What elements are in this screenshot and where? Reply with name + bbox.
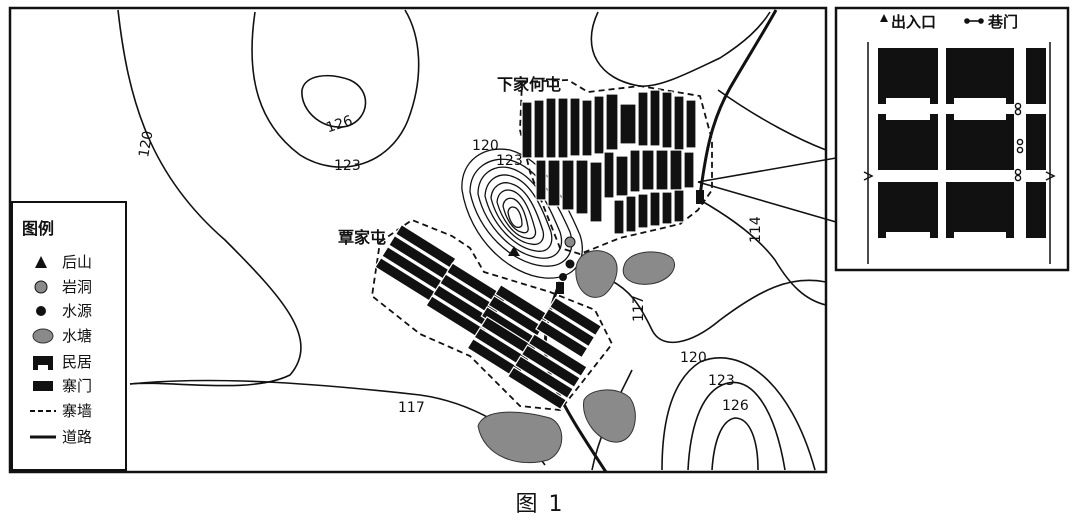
- contour-label-114: 114: [748, 216, 764, 243]
- inset-leader-line-top: [697, 157, 837, 183]
- ponds: [477, 250, 675, 464]
- village-name-xiajiahe: 下家何屯: [497, 75, 561, 94]
- contour-126-northwest: [301, 74, 367, 128]
- legend-label-cave: 岩洞: [62, 278, 92, 296]
- contour-label-126-se: 126: [722, 398, 749, 414]
- gray-dot-icon: [34, 280, 48, 294]
- contour-label-123-hill: 123: [496, 153, 523, 169]
- contour-label-123-nw: 123: [334, 158, 361, 174]
- legend-label-pond: 水塘: [62, 327, 92, 345]
- inset-panel: 出入口 巷门: [834, 6, 1070, 272]
- back-hill-peak-triangle-icon: [508, 246, 520, 256]
- contour-117-east: [609, 279, 827, 344]
- pond-1: [575, 250, 618, 298]
- village-xiajiahe: [519, 79, 713, 255]
- contour-123-southeast: [687, 381, 786, 471]
- legend-label-village-wall: 寨墙: [62, 402, 92, 420]
- legend-box: [11, 201, 127, 471]
- gate-icon: [33, 381, 53, 391]
- legend-label-water-source: 水源: [62, 302, 92, 320]
- contour-label-120-west: 120: [136, 130, 156, 159]
- figure-caption: 图 1: [515, 492, 565, 517]
- legend-label-back-hill: 后山: [62, 253, 92, 271]
- contour-114: [717, 89, 827, 151]
- inset-houses: [878, 48, 1046, 238]
- inset-lane-gates: [1014, 102, 1024, 182]
- contour-label-123-se: 123: [708, 373, 735, 389]
- contour-hill-road-side: [590, 11, 771, 87]
- water-source-black-dot-icon-2: [559, 273, 567, 281]
- village-tanjia: [371, 218, 614, 411]
- contour-label-117-east: 117: [631, 295, 647, 322]
- legend-label-road: 道路: [62, 428, 92, 446]
- black-dot-icon: [36, 306, 46, 316]
- houses-xiajiahe: [521, 89, 697, 235]
- back-hill-contours: [461, 148, 583, 279]
- pond-3: [583, 389, 636, 443]
- village-name-tanjia: 覃家屯: [338, 228, 386, 247]
- legend: 图例 后山 岩洞 水源 水塘 民居 寨门 寨墙 道路: [11, 201, 127, 471]
- contour-label-120-hill: 120: [472, 138, 499, 154]
- contour-label-126-nw: 126: [324, 113, 354, 137]
- inset-entrance-marker-right: [1045, 171, 1056, 181]
- triangle-icon: [35, 256, 47, 268]
- inset-entrance-marker-left: [863, 171, 874, 181]
- pond-4: [477, 411, 563, 464]
- contour-114-lower: [699, 199, 827, 306]
- cave-marker-gray-dot-icon: [564, 236, 576, 248]
- legend-title: 图例: [22, 219, 54, 238]
- inset-entrance-label: 出入口: [891, 13, 936, 31]
- pond-blob-icon: [32, 328, 54, 344]
- contour-126-southeast: [711, 417, 759, 471]
- road-northeast: [698, 9, 778, 197]
- inset-leader-line-bottom: [697, 181, 837, 223]
- village-gate-xiajiahe-gate-icon: [696, 190, 704, 204]
- entrance-triangle-icon: [880, 14, 888, 22]
- village-gate-tanjia-gate-icon: [556, 282, 564, 294]
- houses-tanjia: [374, 223, 603, 411]
- inset-lane-gate-label: 巷门: [987, 13, 1018, 31]
- contour-123-northwest: [251, 9, 420, 168]
- contour-label-117-south: 117: [398, 400, 425, 416]
- contour-120-southeast-b: [661, 357, 816, 471]
- legend-label-village-gate: 寨门: [62, 377, 92, 395]
- contour-120-west: [117, 9, 302, 387]
- contour-label-120-se: 120: [680, 350, 707, 366]
- contour-labels: 120 123 126 120 123 114 117 117 120 123 …: [136, 113, 764, 416]
- house-icon: [33, 356, 53, 370]
- legend-label-residence: 民居: [62, 353, 92, 371]
- water-source-black-dot-icon: [565, 259, 575, 269]
- lane-gate-icon: [964, 18, 984, 24]
- pond-2: [622, 251, 675, 285]
